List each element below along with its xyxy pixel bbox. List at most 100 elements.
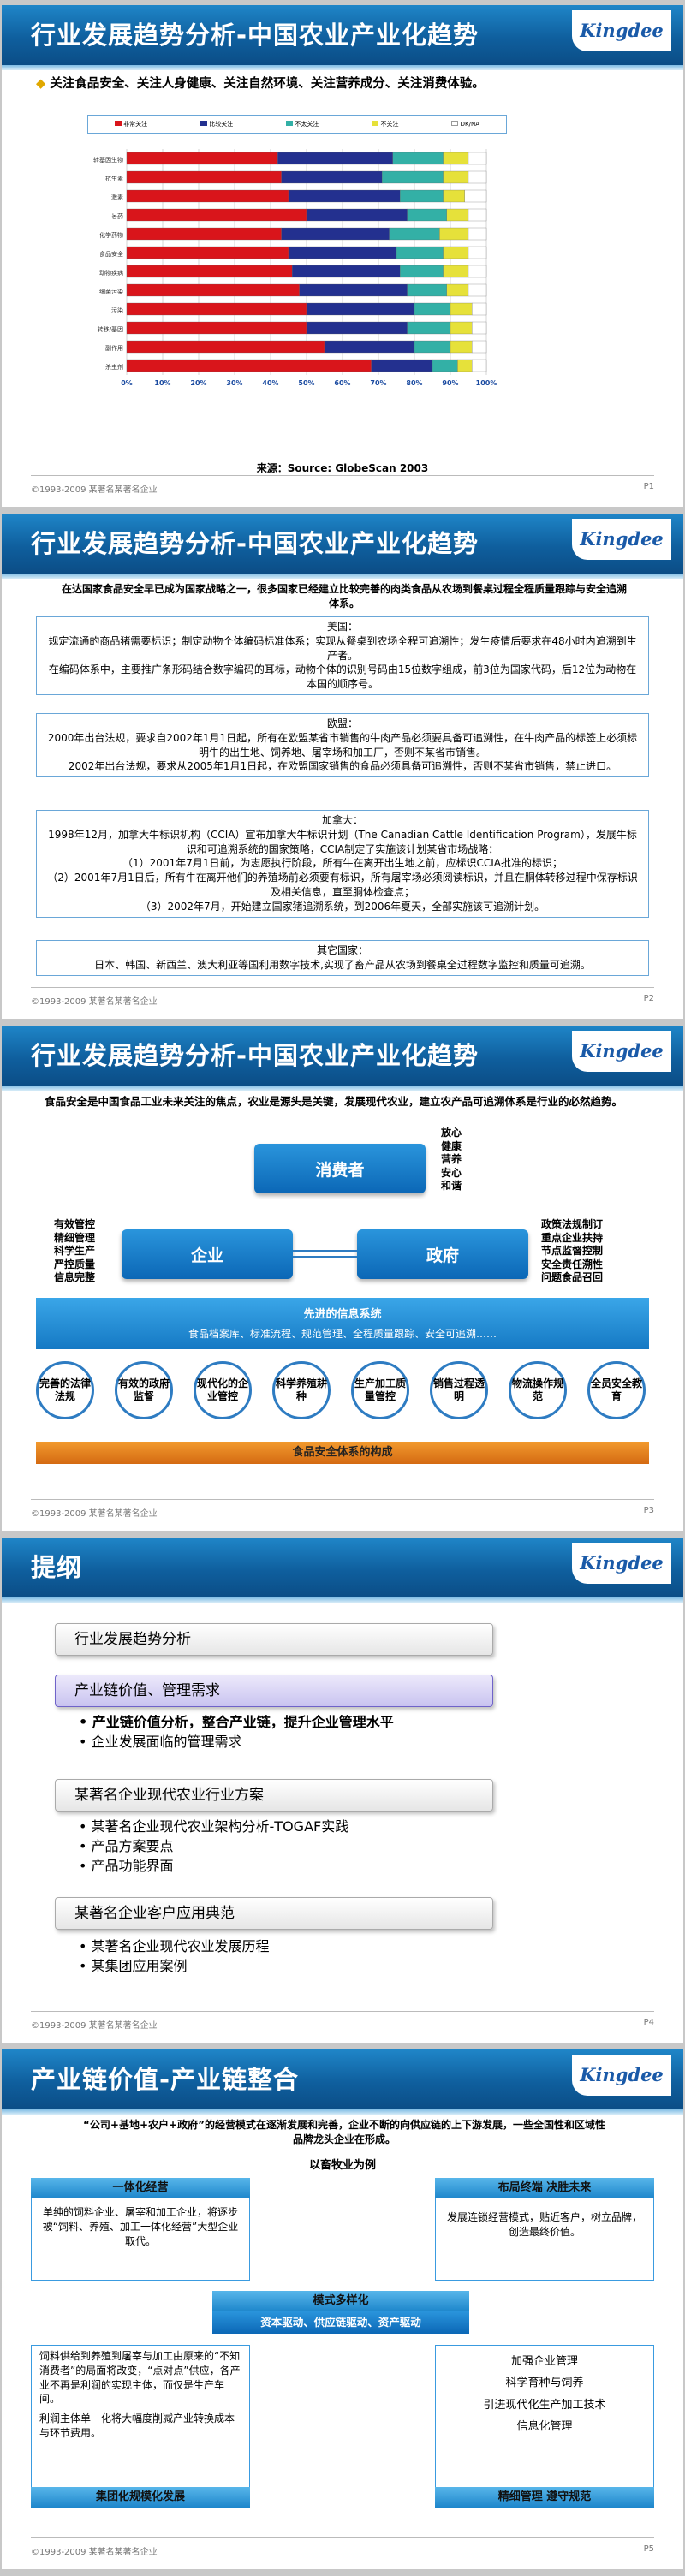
us-section: 美国：规定流通的商品猪需要标识；制定动物个体编码标准体系；实现从餐桌到农场全程可… [36,616,649,695]
bar-segment [392,152,444,165]
canada-section: 加拿大：1998年12月，加拿大牛标识机构（CCIA）宣布加拿大牛标识计划（Th… [36,810,649,918]
legend-item: 不关注 [372,120,399,128]
x-tick-label: 70% [370,379,386,387]
outline-item-2[interactable]: 产业链价值、管理需求 [55,1675,493,1707]
bar-segment [400,189,444,203]
outline-item-1[interactable]: 行业发展趋势分析 [55,1623,493,1656]
bar-segment [468,227,487,241]
bar-segment [126,265,293,278]
bar-segment [446,208,469,222]
x-tick-label: 90% [442,379,458,387]
legend-item: 不太关注 [286,120,319,128]
slide-header [2,1026,683,1091]
bar-segment [414,340,451,354]
bar-segment [306,321,408,335]
y-tick-label: 激素 [111,193,123,201]
bar-segment [439,227,469,241]
kingdee-logo: Kingdee [572,2055,671,2096]
y-tick-label: 食品安全 [99,250,123,258]
y-tick-label: 动物疾病 [99,269,123,277]
base-bar: 食品安全体系的构成 [36,1442,649,1464]
kingdee-logo: Kingdee [572,1543,671,1584]
bar-segment [324,340,415,354]
bar-segment [414,302,451,316]
slide-2: 行业发展趋势分析-中国农业产业化趋势 Kingdee 在达国家食品安全早已成为国… [2,514,683,1019]
bar-segment [281,227,390,241]
outline-item-4[interactable]: 某著名企业客户应用典范 [55,1897,493,1930]
x-tick-label: 30% [226,379,242,387]
slide-title: 产业链价值-产业链整合 [31,2065,300,2094]
slide-1: 行业发展趋势分析-中国农业产业化趋势 Kingdee ◆ 关注食品安全、关注人身… [2,5,683,507]
chart-legend: 非常关注 比较关注 不太关注 不关注 DK/NA [87,115,507,134]
slide-3: 行业发展趋势分析-中国农业产业化趋势 Kingdee 食品安全是中国食品工业未来… [2,1026,683,1531]
pillar-item: 有效的政府监督 [115,1361,173,1419]
legend-item: DK/NA [451,121,480,128]
bar-segment [306,208,408,222]
pillar-row: 完善的法律法规 有效的政府监督 现代化的企业管控 科学养殖耕种 生产加工质量管控… [36,1361,649,1423]
bar-segment [468,246,487,259]
x-tick-label: 100% [476,379,497,387]
bar-segment [277,152,393,165]
kingdee-logo: Kingdee [572,10,671,51]
bar-segment [299,283,408,297]
bottom-right-list: 加强企业管理科学育种与饲养引进现代化生产加工技术信息化管理 [483,2355,606,2434]
x-tick-label: 0% [121,379,133,387]
enterprise-node: 企业 [122,1229,293,1279]
y-tick-label: 副作用 [105,344,123,352]
y-tick-label: 농药 [112,212,123,220]
bar-segment [126,227,282,241]
bar-segment [407,208,447,222]
left-text: 单纯的饲料企业、屠宰和加工企业，将逐步被“饲料、养殖、加工一体化经营”大型企业取… [42,2206,239,2247]
outline-item-3[interactable]: 某著名企业现代农业行业方案 [55,1779,493,1812]
y-tick-label: 细菌污染 [99,288,123,295]
center-text: 资本驱动、供应链驱动、资产驱动 [212,2311,469,2334]
bottom-right-foot: 精细管理 遵守规范 [435,2487,654,2508]
slide-4: 提纲 Kingdee 行业发展趋势分析 产业链价值、管理需求 产业链价值分析，整… [2,1538,683,2043]
bar-segment [288,189,401,203]
pillar-item: 全员安全教育 [587,1361,646,1419]
bar-segment [472,302,487,316]
connector-arrows [293,1250,357,1258]
kingdee-logo: Kingdee [572,519,671,560]
bar-segment [126,189,289,203]
intro-text: 食品安全是中国食品工业未来关注的焦点，农业是源头是关键，发展现代农业，建立农产品… [45,1095,623,1108]
slide-header [2,514,683,579]
bar-segment [472,321,487,335]
bar-segment [443,170,469,184]
x-tick-label: 60% [334,379,350,387]
bar-segment [450,302,473,316]
bar-segment [443,189,465,203]
eu-section: 欧盟：2000年出台法规，要求自2002年1月1日起，所有在欧盟某省市销售的牛肉… [36,713,649,778]
chart-source: 来源：Source: GlobeScan 2003 [256,462,429,474]
legend-item: 非常关注 [114,120,147,128]
bar-segment [468,265,487,278]
bar-segment [288,246,397,259]
pillar-item: 销售过程透明 [430,1361,488,1419]
pillar-item: 物流操作规范 [509,1361,567,1419]
y-tick-label: 污染 [111,306,123,314]
bar-segment [432,359,458,372]
x-tick-label: 20% [190,379,206,387]
right-head: 布局终端 决胜未来 [435,2178,654,2198]
bar-segment [468,152,487,165]
kingdee-logo: Kingdee [572,1031,671,1072]
bar-segment [407,283,447,297]
bar-segment [389,227,440,241]
bar-segment [450,340,473,354]
stacked-bar-chart: 0%10%20%30%40%50%60%70%80%90%100%转基因生物抗生… [93,149,497,387]
outline-sub-3: 某著名企业现代农业架构分析-TOGAF实践产品方案要点产品功能界面 [79,1817,349,1877]
slide-title: 提纲 [31,1553,83,1582]
bar-segment [281,170,383,184]
bar-segment [126,208,307,222]
bottom-left-panel [31,2345,250,2508]
intro-text: 在达国家食品安全早已成为国家战略之一，很多国家已经建立比较完善的肉类食品从农场到… [62,583,628,610]
bar-segment [126,170,282,184]
slide-5: 产业链价值-产业链整合 Kingdee “公司+基地+农户+政府”的经营模式在逐… [2,2049,683,2569]
bar-segment [407,321,451,335]
pillar-item: 现代化的企业管控 [194,1361,252,1419]
bar-segment [126,359,372,372]
bar-segment [396,246,444,259]
consumer-node: 消费者 [254,1144,426,1193]
bar-segment [468,170,487,184]
